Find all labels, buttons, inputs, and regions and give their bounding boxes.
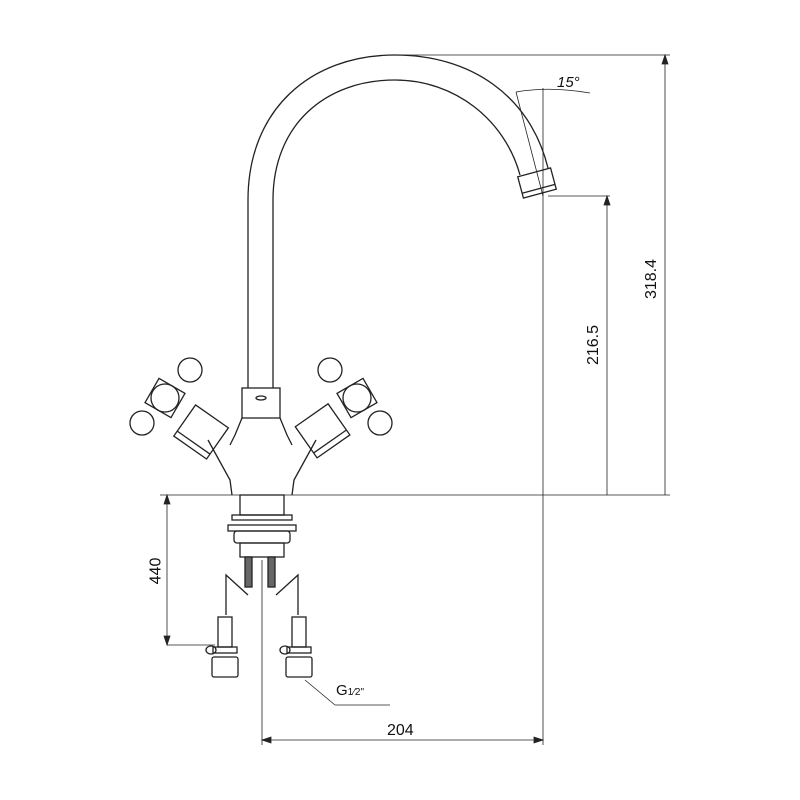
stud-right [267, 556, 276, 588]
thread-label: G1⁄2" [336, 682, 364, 699]
arrow [163, 635, 171, 647]
angle-label: 15° [557, 74, 580, 91]
thread-label-main: G [336, 682, 348, 699]
arrow [163, 493, 171, 505]
tap-body [129, 357, 393, 588]
overall-height-label: 318.4 [643, 258, 661, 300]
right-cross-handle[interactable] [317, 357, 393, 436]
hose-length-label: 440 [147, 557, 165, 585]
angle-line [515, 91, 544, 197]
spout-height-label: 216.5 [585, 324, 603, 366]
left-cross-handle[interactable] [129, 357, 203, 436]
dimension-lines [160, 53, 670, 745]
spout [247, 54, 558, 388]
right-valve [294, 402, 351, 459]
lock-nut [233, 530, 291, 544]
arrow [661, 53, 669, 65]
left-valve [172, 404, 230, 460]
shank [239, 494, 285, 516]
thread-label-fraction: 1⁄2" [347, 687, 365, 698]
stud-left [244, 556, 253, 588]
spout-collar [241, 387, 281, 419]
angle-arc [515, 88, 591, 94]
reach-label: 204 [387, 722, 414, 739]
flexible-hoses [205, 573, 313, 678]
thread-leader [304, 679, 336, 706]
aerator-nozzle [516, 167, 558, 199]
arrow [260, 736, 272, 744]
arrow [533, 736, 545, 744]
arrow [603, 194, 611, 206]
